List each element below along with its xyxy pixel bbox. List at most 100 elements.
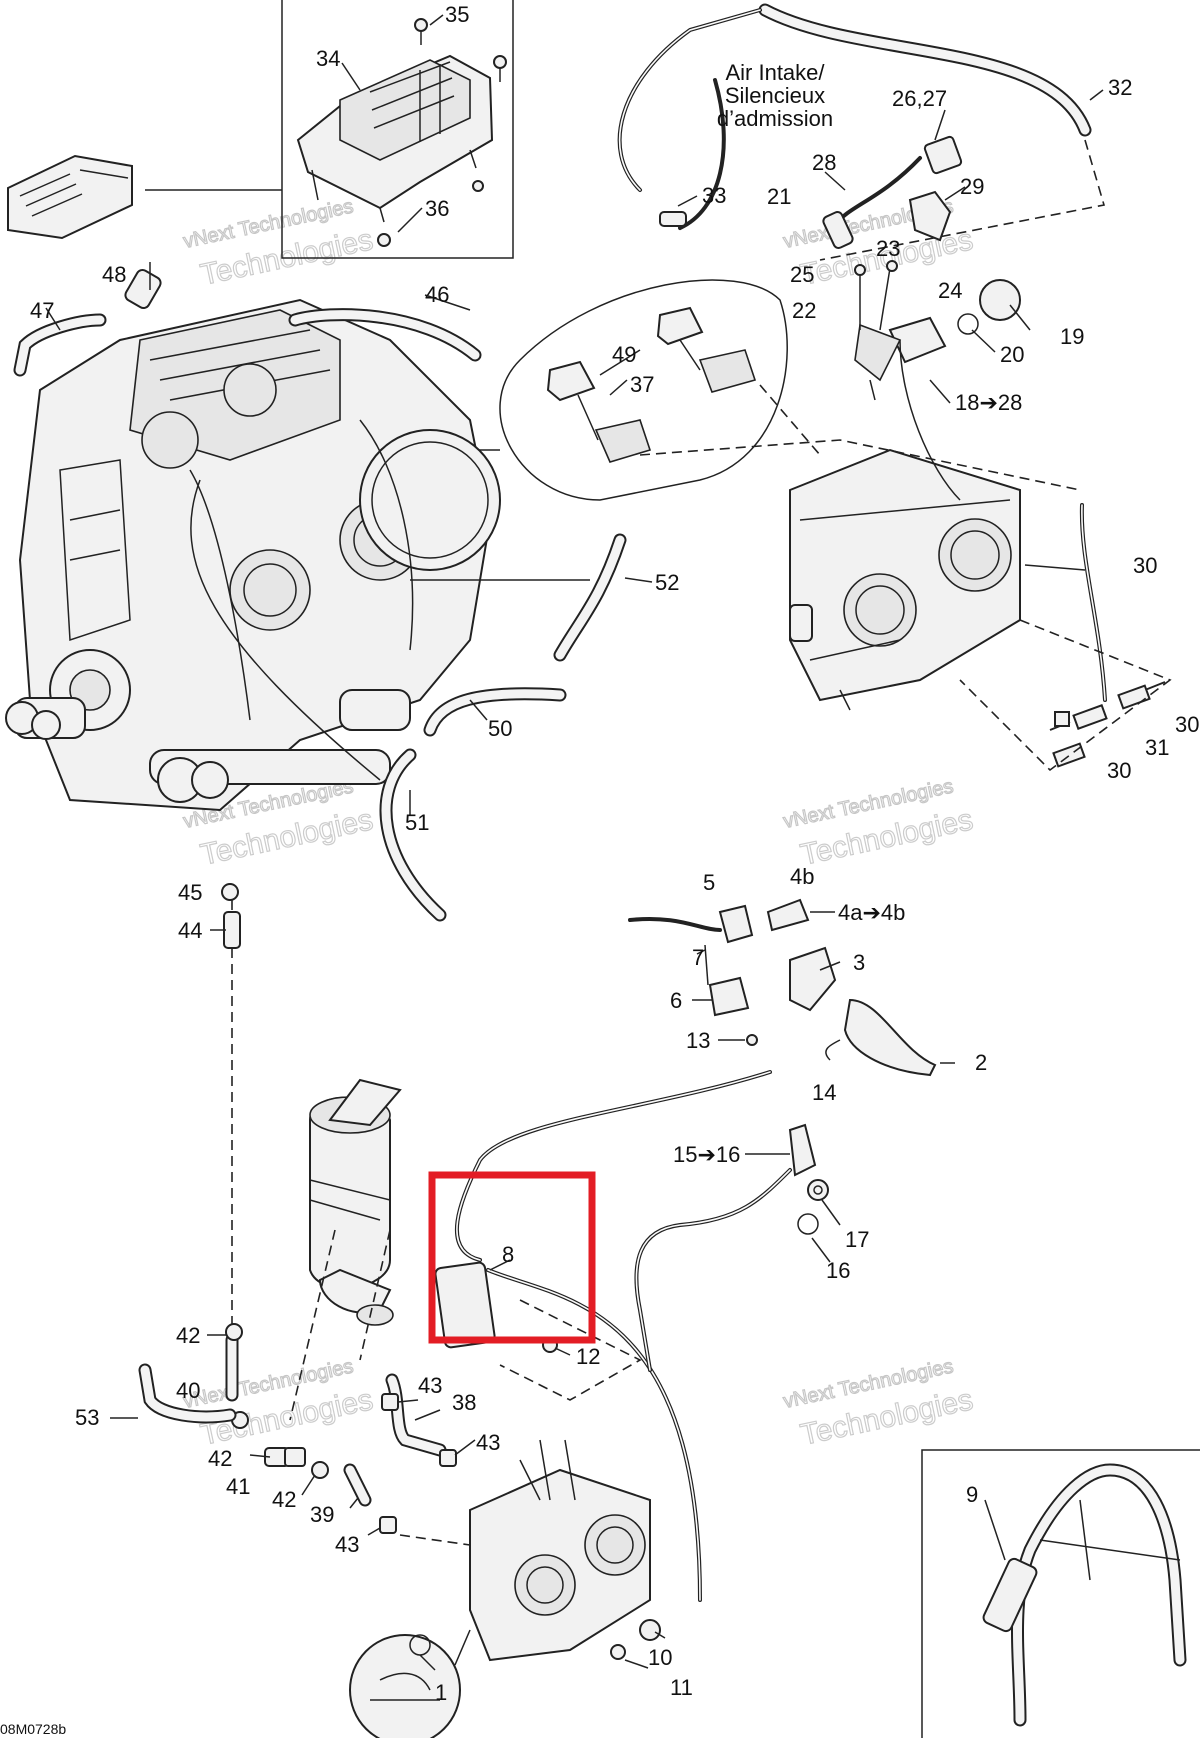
leader-lines — [45, 14, 1104, 1671]
screw-35 — [414, 18, 507, 82]
callout-12: 12 — [576, 1344, 600, 1369]
ecu-box — [296, 54, 494, 223]
callout-11: 11 — [670, 1675, 693, 1700]
callout-34: 34 — [316, 46, 340, 71]
callout-1: 1 — [435, 1680, 447, 1705]
throttle-cable-sleeve-8 — [434, 1261, 496, 1349]
air-intake-label: Silencieux — [725, 83, 825, 108]
handlebar-inset — [921, 1449, 1200, 1738]
callout-49: 49 — [612, 342, 636, 367]
map-sensor-assembly — [822, 135, 1021, 401]
callout-17: 17 — [845, 1227, 869, 1252]
callout-52: 52 — [655, 570, 679, 595]
callout-22: 22 — [792, 298, 816, 323]
callout-6: 6 — [670, 988, 682, 1013]
callout-4a-4b: 4a➔4b — [838, 900, 905, 925]
callout-8: 8 — [502, 1242, 514, 1267]
callout-30-b: 30 — [1175, 712, 1199, 737]
drawing-code: 08M0728b — [0, 1721, 66, 1737]
callout-43-b: 43 — [476, 1430, 500, 1455]
callout-38: 38 — [452, 1390, 476, 1415]
callout-26-27: 26,27 — [892, 86, 947, 111]
callout-43-c: 43 — [335, 1532, 359, 1557]
callout-7: 7 — [692, 945, 704, 970]
hose-51 — [379, 748, 447, 922]
hose-30 — [959, 503, 1172, 772]
clamp-42 — [225, 1323, 329, 1479]
callout-32: 32 — [1108, 75, 1132, 100]
detail-callout-1 — [349, 1629, 471, 1738]
silencer-hose-33 — [617, 8, 762, 230]
callout-21: 21 — [767, 184, 791, 209]
nut-36 — [377, 180, 484, 247]
callout-9: 9 — [966, 1482, 978, 1507]
fitting-43 — [379, 1393, 457, 1534]
callout-33: 33 — [702, 183, 726, 208]
callout-43-a: 43 — [418, 1373, 442, 1398]
callout-42-b: 42 — [208, 1446, 232, 1471]
callout-46: 46 — [425, 282, 449, 307]
callout-41: 41 — [226, 1474, 250, 1499]
callout-31: 31 — [1145, 735, 1169, 760]
ecu-module-inset — [7, 0, 514, 259]
air-intake-label: Air Intake/ — [725, 60, 825, 85]
callout-53: 53 — [75, 1405, 99, 1430]
callout-29: 29 — [960, 174, 984, 199]
callout-4b: 4b — [790, 864, 814, 889]
callout-14: 14 — [812, 1080, 836, 1105]
highlight-box — [428, 1171, 596, 1344]
callout-37: 37 — [630, 372, 654, 397]
ignition-coil-49 — [546, 306, 1081, 491]
callout-20: 20 — [1000, 342, 1024, 367]
callout-3: 3 — [853, 950, 865, 975]
callout-19: 19 — [1060, 324, 1084, 349]
air-intake-hose-32 — [758, 3, 1106, 261]
callout-30-a: 30 — [1133, 553, 1157, 578]
callout-23: 23 — [876, 236, 900, 261]
choke-cable — [634, 1123, 829, 1372]
callout-25: 25 — [790, 262, 814, 287]
throttle-body-upper — [789, 339, 1021, 711]
callout-45: 45 — [178, 880, 202, 905]
hose-53 — [138, 1363, 237, 1424]
hose-46 — [288, 308, 482, 362]
callout-28: 28 — [812, 150, 836, 175]
callout-5: 5 — [703, 870, 715, 895]
hose-52 — [553, 533, 627, 662]
callout-42-c: 42 — [272, 1487, 296, 1512]
callout-18-28: 18➔28 — [955, 390, 1022, 415]
hose-38 — [385, 1373, 447, 1457]
callout-48: 48 — [102, 262, 126, 287]
hose-50 — [423, 687, 567, 737]
callout-36: 36 — [425, 196, 449, 221]
fitting-41 — [264, 1447, 306, 1467]
callout-10: 10 — [648, 1645, 672, 1670]
callout-labels: 35 34 36 32 33 26,27 28 29 21 23 25 24 2… — [30, 2, 1199, 1705]
muffler-assembly — [289, 1078, 402, 1421]
callout-13: 13 — [686, 1028, 710, 1053]
grip-sleeve-9 — [982, 1557, 1038, 1633]
hose-48 — [124, 268, 162, 310]
air-intake-label: d’admission — [717, 106, 833, 131]
callout-39: 39 — [310, 1502, 334, 1527]
callout-44: 44 — [178, 918, 202, 943]
callout-40: 40 — [176, 1378, 200, 1403]
fitting-12 — [499, 1299, 642, 1401]
callout-16: 16 — [826, 1258, 850, 1283]
callout-50: 50 — [488, 716, 512, 741]
hose-47 — [13, 313, 107, 377]
ecu-connector-block — [7, 154, 133, 240]
callout-42-a: 42 — [176, 1323, 200, 1348]
throttle-cable — [454, 1070, 772, 1660]
fitting-44 — [221, 883, 241, 949]
throttle-lever-assembly — [628, 898, 937, 1077]
callout-30-c: 30 — [1107, 758, 1131, 783]
callout-51: 51 — [405, 810, 429, 835]
callout-35: 35 — [445, 2, 469, 27]
callout-24: 24 — [938, 278, 962, 303]
callout-15-16: 15➔16 — [673, 1142, 740, 1167]
callout-47: 47 — [30, 298, 54, 323]
hose-39 — [343, 1463, 372, 1507]
engine-block — [5, 298, 590, 812]
